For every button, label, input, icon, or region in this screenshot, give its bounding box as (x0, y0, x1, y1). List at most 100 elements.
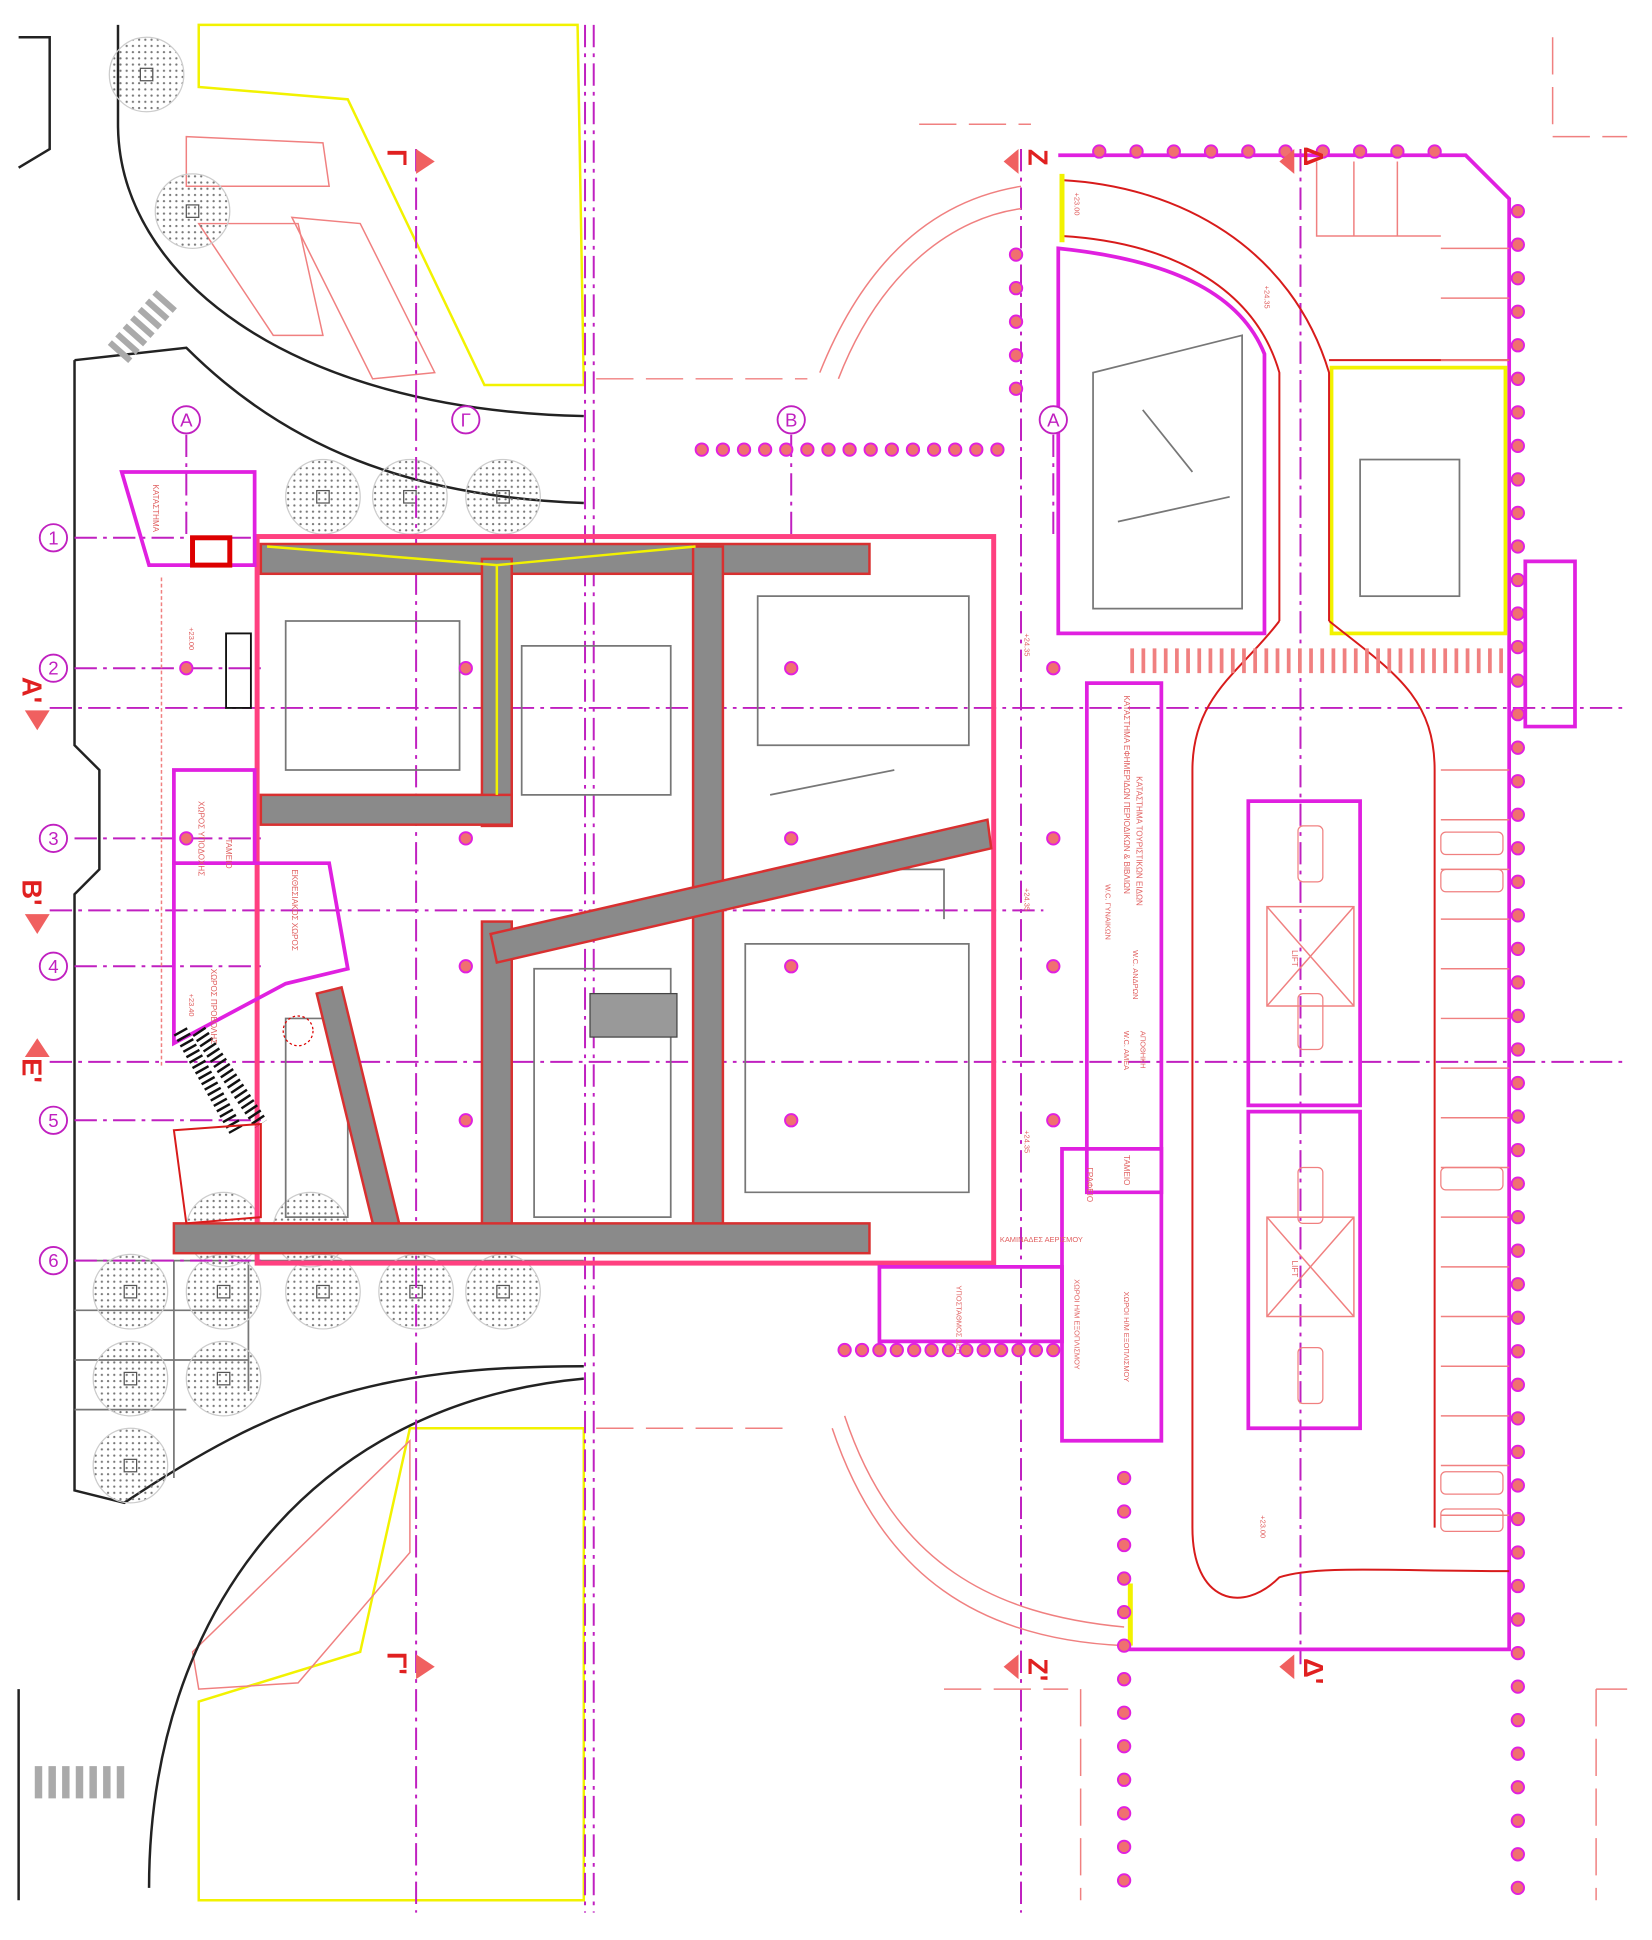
column-dot (800, 442, 815, 457)
tree-pit (139, 67, 154, 82)
column-dot (1510, 1880, 1525, 1895)
section-delta-bottom: Δ' (1298, 1658, 1329, 1684)
column-dot (1510, 1645, 1525, 1661)
column-dot (1008, 348, 1024, 363)
column-dot (905, 442, 921, 457)
room-label-newsstand: ΚΑΤΑΣΤΗΜΑ ΕΦΗΜΕΡΙΔΩΝ ΠΕΡΙΟΔΙΚΩΝ & ΒΙΒΛΙΩ… (1122, 696, 1131, 895)
column-dot (1116, 1772, 1132, 1787)
tree-pit (123, 1458, 138, 1473)
column-dot (1510, 472, 1525, 487)
grid-row-1: 1 (38, 523, 69, 553)
room-label-exhibition: ΕΚΘΕΣΙΑΚΟΣ ΧΩΡΟΣ (290, 869, 299, 950)
road-edges (17, 24, 584, 1901)
grid-label: 6 (48, 1250, 58, 1271)
section-e-prime: E' (16, 1058, 47, 1083)
grid-bubbles: 1 2 3 4 5 6 A Γ B A (38, 405, 1068, 1276)
column-dot (1510, 1713, 1525, 1728)
column-dot (1510, 908, 1525, 923)
grid-label: 5 (48, 1110, 58, 1131)
column-dot (1510, 371, 1525, 386)
tree (108, 36, 185, 113)
column-dot (458, 831, 473, 846)
room-label-tourist-shop: ΚΑΤΑΣΤΗΜΑ ΤΟΥΡΙΣΤΙΚΩΝ ΕΙΔΩΝ (1135, 776, 1144, 906)
room-label-projection: ΧΩΡΟΣ ΠΡΟΒΟΛΗΣ (209, 969, 218, 1044)
column-dot (1116, 1470, 1132, 1486)
section-a-prime: A' (16, 677, 47, 703)
car-icon (1440, 1166, 1504, 1191)
grid-col-gamma: Γ (451, 405, 481, 435)
column-dot (1510, 606, 1525, 621)
section-arrow-icon (1003, 149, 1019, 174)
tree (285, 458, 361, 535)
column-dot (1510, 740, 1525, 755)
tree-pit (316, 489, 330, 504)
section-arrow-icon (24, 1038, 50, 1057)
column-dot (694, 442, 709, 457)
room-label-ventilation: ΚΑΜΙΝΑΔΕΣ ΑΕΡΙΣΜΟΥ (1000, 1235, 1083, 1244)
tree (372, 458, 448, 535)
grid-col-a-right: A (1038, 405, 1068, 435)
grid-label: B (785, 409, 797, 430)
right-building (596, 37, 1628, 1901)
column-dot (1390, 144, 1405, 159)
column-dot (990, 442, 1005, 457)
section-z-top: Z (1022, 149, 1053, 166)
column-dot (1510, 874, 1525, 889)
column-dot (784, 661, 799, 676)
level-mark: +24.35 (1023, 633, 1032, 656)
column-dot (1510, 1578, 1525, 1594)
column-dot (1510, 673, 1525, 688)
room-label-cashier-right: ΤΑΜΕΙΟ (1122, 1155, 1131, 1185)
section-arrow-icon (1279, 1654, 1295, 1680)
column-dot (889, 1342, 904, 1358)
column-dot (924, 1342, 939, 1358)
grid-row-6: 6 (38, 1246, 69, 1276)
column-dot (1510, 1780, 1525, 1795)
tree-pit (185, 204, 200, 218)
column-dot (1510, 1377, 1525, 1392)
walkways (172, 542, 993, 1255)
column-dot (1046, 959, 1061, 974)
column-dot (1510, 1109, 1525, 1124)
tree (92, 1340, 169, 1417)
section-arrow-icon (416, 149, 435, 174)
room-label-substation: ΥΠΟΣΤΑΘΜΟΣ ΔΕΗ (954, 1285, 963, 1354)
column-dot (1510, 1679, 1525, 1694)
room-label-office: ΓΡΑΦΕΙΟ (1085, 1167, 1094, 1202)
level-mark: +24.35 (1023, 1130, 1032, 1153)
grid-label: 4 (48, 956, 58, 977)
column-dot (1427, 144, 1442, 159)
column-dot (179, 661, 194, 676)
tree (92, 1253, 169, 1330)
column-dot (1116, 1604, 1132, 1620)
grid-label: A (1047, 409, 1060, 430)
column-dot (1352, 144, 1368, 159)
grid-row-3: 3 (38, 823, 69, 853)
tree-pit (123, 1371, 138, 1386)
column-dot (907, 1342, 922, 1358)
column-dot (784, 959, 799, 974)
grid-label: 3 (48, 828, 58, 849)
tree (154, 173, 231, 250)
column-dot (715, 442, 731, 457)
column-dot (1510, 707, 1525, 722)
column-dot (1129, 144, 1144, 159)
column-dot (842, 442, 857, 457)
tree (465, 458, 541, 535)
section-b-prime: B' (16, 879, 47, 905)
lifts (1266, 905, 1355, 1318)
level-mark: +23.00 (1072, 193, 1081, 216)
column-dot (1510, 1411, 1525, 1426)
level-mark: +24.35 (1262, 286, 1271, 309)
column-dot (1510, 1444, 1525, 1460)
column-dot (1008, 381, 1024, 396)
column-dot (1510, 237, 1525, 252)
room-label-cashier-left: ΤΑΜΕΙΟ (224, 838, 233, 868)
column-dot (1116, 1537, 1132, 1553)
tree-pit (496, 489, 510, 504)
section-gamma-top: Γ (382, 149, 413, 165)
room-label-wc-disabled: W.C. ΑΜΕΑ (1122, 1031, 1131, 1070)
column-dot (1510, 1813, 1525, 1828)
crosswalk-top (107, 289, 178, 364)
grid-lines (49, 24, 1628, 1913)
